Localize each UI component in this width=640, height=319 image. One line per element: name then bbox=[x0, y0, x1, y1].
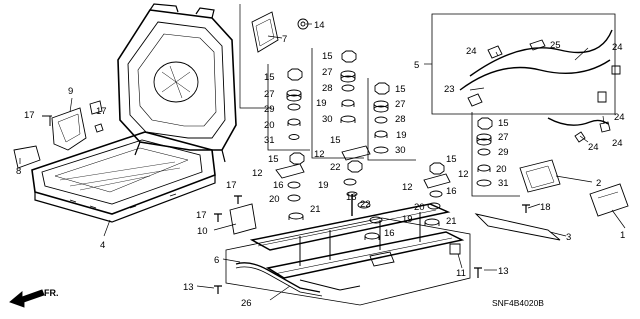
callout-19-b: 19 bbox=[396, 130, 407, 141]
callout-25: 25 bbox=[550, 40, 561, 51]
callout-29-a: 29 bbox=[264, 104, 275, 115]
callout-16-d: 16 bbox=[446, 186, 457, 197]
callout-19-c: 19 bbox=[318, 180, 329, 191]
front-direction-arrow bbox=[9, 289, 45, 308]
callout-13-left: 13 bbox=[183, 282, 194, 293]
callout-7: 7 bbox=[282, 34, 287, 45]
callout-28-b: 28 bbox=[322, 83, 333, 94]
callout-11: 11 bbox=[456, 268, 466, 279]
callout-24-c: 24 bbox=[614, 112, 625, 123]
callout-15-a2: 15 bbox=[268, 154, 279, 165]
callout-20-d: 20 bbox=[414, 202, 425, 213]
callout-22-b: 22 bbox=[360, 199, 371, 210]
callout-30-b: 30 bbox=[322, 114, 333, 125]
callout-24-a: 24 bbox=[466, 46, 477, 57]
left-cover-parts bbox=[13, 100, 104, 169]
callout-17-c: 17 bbox=[226, 180, 237, 191]
right-side-parts bbox=[474, 159, 629, 241]
callout-12-d: 12 bbox=[458, 169, 469, 180]
callout-17-d: 17 bbox=[196, 210, 207, 221]
callout-15-b: 15 bbox=[322, 51, 333, 62]
mid-hardware bbox=[214, 145, 451, 240]
callout-5: 5 bbox=[414, 60, 419, 71]
callout-12-b: 12 bbox=[314, 149, 325, 160]
callout-12-a: 12 bbox=[252, 168, 263, 179]
diagram-code: SNF4B4020B bbox=[492, 298, 544, 308]
upper-bracket-parts bbox=[239, 4, 309, 109]
front-direction-label: FR. bbox=[44, 288, 59, 298]
callout-21-b: 21 bbox=[446, 216, 457, 227]
callout-13-right: 13 bbox=[498, 266, 509, 277]
callout-22-a: 22 bbox=[330, 162, 341, 173]
seat-cushion-frame bbox=[31, 131, 216, 223]
callout-19-d: 19 bbox=[402, 214, 413, 225]
callout-12-c: 12 bbox=[402, 182, 413, 193]
seat-back-frame bbox=[117, 3, 237, 163]
callout-15-a: 15 bbox=[264, 72, 275, 83]
callout-4: 4 bbox=[100, 240, 105, 251]
callout-2: 2 bbox=[596, 178, 601, 189]
callout-19-a: 19 bbox=[316, 98, 327, 109]
callout-17-a: 17 bbox=[24, 110, 35, 121]
callout-28-c: 28 bbox=[395, 114, 406, 125]
callout-24-e: 24 bbox=[588, 142, 599, 153]
callout-labels: 1 2 3 4 5 6 7 8 9 10 11 13 13 14 16 16 1… bbox=[16, 20, 625, 309]
callout-26: 26 bbox=[241, 298, 252, 309]
leader-lines bbox=[19, 23, 626, 301]
callout-27-a: 27 bbox=[264, 89, 275, 100]
callout-23: 23 bbox=[444, 84, 455, 95]
callout-15-d: 15 bbox=[498, 118, 509, 129]
callout-8: 8 bbox=[16, 166, 21, 177]
callout-15-d2: 15 bbox=[446, 154, 457, 165]
towel-bar bbox=[214, 262, 323, 297]
callout-24-d: 24 bbox=[612, 138, 623, 149]
callout-24-b: 24 bbox=[612, 42, 623, 53]
callout-20-b: 20 bbox=[269, 194, 280, 205]
callout-1: 1 bbox=[620, 230, 625, 241]
callout-31-a: 31 bbox=[264, 135, 275, 146]
callout-15-b2: 15 bbox=[330, 135, 341, 146]
callout-27-d: 27 bbox=[498, 132, 509, 143]
callout-15-c: 15 bbox=[395, 84, 406, 95]
callout-16-a: 16 bbox=[273, 180, 284, 191]
callout-27-b: 27 bbox=[322, 67, 333, 78]
drawing bbox=[9, 3, 629, 308]
callout-16-c: 16 bbox=[384, 228, 395, 239]
harness-box bbox=[431, 13, 621, 143]
callout-20-c: 20 bbox=[496, 164, 507, 175]
callout-10: 10 bbox=[197, 226, 208, 237]
callout-16-b: 16 bbox=[346, 192, 357, 203]
callout-29-d: 29 bbox=[498, 147, 509, 158]
callout-14: 14 bbox=[314, 20, 325, 31]
seat-rails bbox=[225, 203, 482, 306]
hardware-items bbox=[286, 50, 493, 187]
callout-27-c: 27 bbox=[395, 99, 406, 110]
callout-9: 9 bbox=[68, 86, 73, 97]
callout-18: 18 bbox=[540, 202, 551, 213]
callout-17-b: 17 bbox=[96, 106, 107, 117]
callout-6: 6 bbox=[214, 255, 219, 266]
callout-3: 3 bbox=[566, 232, 571, 243]
callout-30-c: 30 bbox=[395, 145, 406, 156]
callout-21-a: 21 bbox=[310, 204, 321, 215]
callout-31-d: 31 bbox=[498, 178, 509, 189]
callout-20-a: 20 bbox=[264, 120, 275, 131]
hardware-column-boxes bbox=[267, 48, 520, 197]
